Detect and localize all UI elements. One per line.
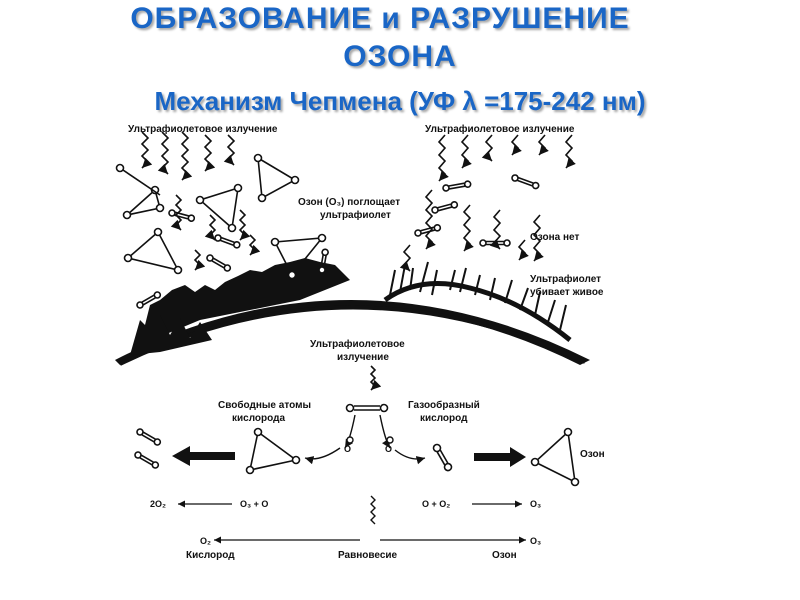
ozone-molecules-left (115, 153, 327, 280)
gas-oxygen-label-1: Газообразный (408, 399, 480, 411)
uv-center-label-1: Ультрафиолетовое (310, 338, 405, 350)
atom-label-left: O (344, 444, 351, 454)
equilibrium-label: Равновесие (338, 550, 398, 561)
uv-center-label-2: излучение (337, 352, 389, 363)
uv-center-arrow (369, 365, 382, 391)
o2-products-left (134, 428, 162, 469)
eq-right-a: O + O₂ (422, 499, 450, 509)
free-atoms-label-1: Свободные атомы (218, 399, 311, 411)
free-atoms (346, 436, 394, 444)
split-arrow-left (344, 414, 356, 449)
ozone-label-right: Озон (580, 449, 605, 460)
ozone-bottom-label: Озон (492, 550, 517, 561)
oxygen-molecules (136, 174, 540, 309)
uv-arrows-right (399, 134, 576, 272)
oxygen-label: Кислород (186, 550, 235, 561)
eq-left-a: 2O₂ (150, 499, 166, 509)
ozone-molecule-left (245, 427, 301, 475)
uv-label-right: Ультрафиолетовое излучение (425, 123, 575, 135)
title-line-2: ОЗОНА (343, 40, 457, 73)
center-o2-molecule (345, 403, 389, 413)
uv-label-left: Ультрафиолетовое излучение (128, 123, 278, 135)
big-arrow-right (474, 447, 526, 467)
free-atoms-label-2: кислорода (232, 413, 285, 424)
ozone-absorbs-label-2: ультрафиолет (320, 209, 391, 221)
earth-surface (115, 300, 590, 365)
eq-left-b: O₃ + O (240, 499, 268, 509)
ozone-absorbs-label-1: Озон (O₃) поглощает (298, 197, 400, 208)
atom-label-right: O (385, 444, 392, 454)
arrow-to-left-ozone (304, 447, 341, 465)
gas-oxygen-label-2: кислород (420, 413, 468, 424)
uv-kills-label-2: убивает живое (530, 286, 604, 298)
bottom-left-formula: O₂ (200, 536, 211, 546)
no-ozone-label: Озона нет (530, 232, 579, 243)
split-arrow-right (379, 414, 391, 449)
eq-right-b: O₃ (530, 499, 541, 509)
big-arrow-left (172, 446, 235, 466)
right-vegetation (383, 261, 572, 342)
title-line-1: ОБРАЗОВАНИЕ и РАЗРУШЕНИЕ (130, 2, 630, 35)
bottom-right-formula: O₃ (530, 536, 541, 546)
subtitle: Механизм Чепмена (УФ λ =175-242 нм) (154, 86, 646, 116)
o2-molecule-right (432, 443, 453, 472)
left-forest (130, 258, 350, 355)
uv-kills-label-1: Ультрафиолет (530, 273, 601, 285)
ozone-molecule-right (530, 427, 580, 487)
arrow-to-right-o2 (394, 449, 426, 465)
equilibrium-squiggle (370, 495, 376, 525)
